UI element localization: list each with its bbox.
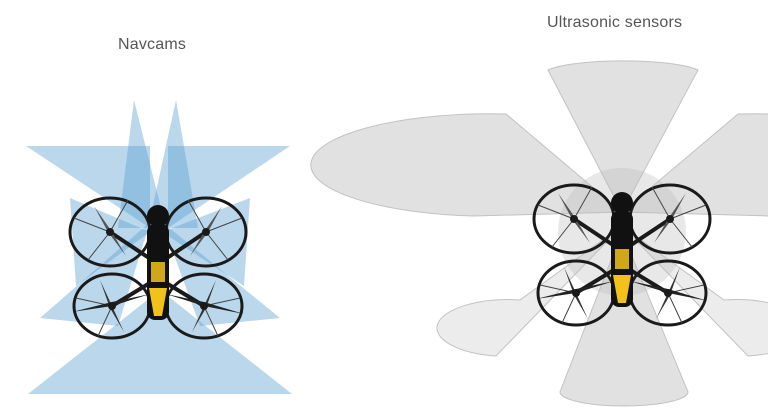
ultrasonic-coverage-fields	[311, 61, 768, 406]
